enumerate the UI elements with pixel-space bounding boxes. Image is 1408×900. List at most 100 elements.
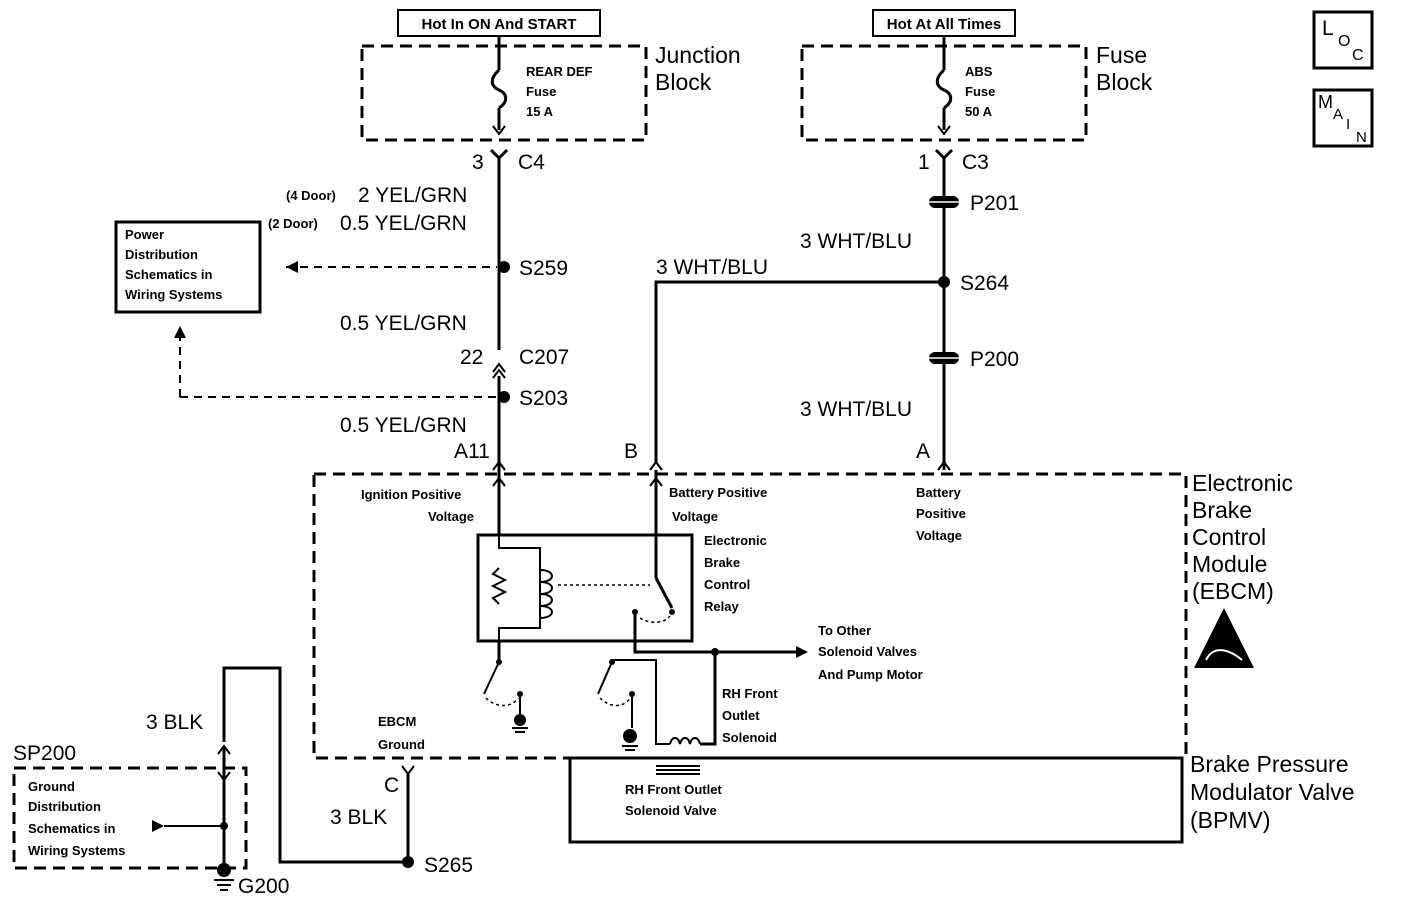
svg-text:Brake: Brake	[1192, 497, 1252, 523]
svg-text:Voltage: Voltage	[672, 509, 718, 524]
svg-text:22: 22	[460, 346, 483, 369]
splice-s203: S203	[498, 387, 568, 410]
svg-text:REAR DEF: REAR DEF	[526, 64, 593, 79]
svg-text:B: B	[624, 440, 638, 463]
svg-text:3 BLK: 3 BLK	[146, 711, 203, 734]
svg-text:Wiring Systems: Wiring Systems	[125, 287, 222, 302]
svg-text:Ground: Ground	[378, 737, 425, 752]
svg-text:0.5 YEL/GRN: 0.5 YEL/GRN	[340, 312, 467, 335]
svg-text:1: 1	[918, 151, 930, 174]
splice-s259: S259	[498, 257, 568, 280]
svg-text:C: C	[384, 774, 399, 797]
main-icon[interactable]: M A I N	[1312, 88, 1374, 148]
svg-text:A: A	[916, 440, 930, 463]
svg-text:3 WHT/BLU: 3 WHT/BLU	[656, 256, 768, 279]
sp200-block: SP200 Ground Distribution Schematics in …	[12, 742, 248, 877]
connector-c4: 3 C4	[472, 148, 545, 174]
pass-through-p200: P200	[929, 348, 1019, 371]
svg-text:A11: A11	[454, 440, 490, 463]
svg-text:S203: S203	[519, 387, 568, 410]
pin-a11	[492, 460, 506, 471]
svg-text:Ground: Ground	[28, 779, 75, 794]
svg-text:S264: S264	[960, 272, 1009, 295]
svg-text:Wiring Systems: Wiring Systems	[28, 843, 125, 858]
svg-text:Outlet: Outlet	[722, 708, 760, 723]
svg-text:C3: C3	[962, 151, 989, 174]
svg-text:C4: C4	[518, 151, 545, 174]
svg-text:RH Front Outlet: RH Front Outlet	[625, 782, 722, 797]
rh-front-driver: RH Front Outlet Solenoid	[597, 652, 778, 751]
svg-text:(BPMV): (BPMV)	[1190, 807, 1271, 833]
svg-text:Block: Block	[1096, 69, 1153, 95]
connector-c3: 1 C3	[918, 148, 989, 174]
svg-text:0.5 YEL/GRN: 0.5 YEL/GRN	[340, 212, 467, 235]
svg-text:Brake Pressure: Brake Pressure	[1190, 751, 1349, 777]
svg-text:To Other: To Other	[818, 623, 871, 638]
svg-text:L: L	[1322, 17, 1334, 40]
abs-fuse: ABS Fuse 50 A	[935, 46, 995, 136]
svg-text:Voltage: Voltage	[428, 509, 474, 524]
svg-text:50 A: 50 A	[965, 104, 993, 119]
branch-wire-b	[654, 280, 944, 462]
svg-text:Fuse: Fuse	[1096, 42, 1147, 68]
svg-text:Distribution: Distribution	[125, 247, 198, 262]
svg-text:RH Front: RH Front	[722, 686, 778, 701]
pass-through-p201: P201	[929, 192, 1019, 215]
hot-at-all-times-label: Hot At All Times	[872, 9, 1016, 37]
svg-text:Schematics in: Schematics in	[28, 821, 115, 836]
connector-c207: 22 C207	[460, 346, 569, 379]
svg-text:C207: C207	[519, 346, 569, 369]
svg-text:Hot In ON And START: Hot In ON And START	[422, 16, 577, 33]
rear-def-fuse: REAR DEF Fuse 15 A	[490, 46, 593, 136]
splice-s265: S265	[402, 854, 473, 877]
svg-text:3 WHT/BLU: 3 WHT/BLU	[800, 230, 912, 253]
svg-text:Electronic: Electronic	[704, 533, 767, 548]
ground-g200: G200	[214, 875, 289, 898]
svg-text:Control: Control	[704, 577, 750, 592]
svg-text:G200: G200	[238, 875, 289, 898]
svg-text:(4 Door): (4 Door)	[286, 188, 336, 203]
svg-text:A: A	[1333, 106, 1343, 123]
svg-text:SP200: SP200	[13, 742, 76, 765]
ebcm-relay: Electronic Brake Control Relay	[476, 533, 806, 654]
svg-text:O: O	[1338, 33, 1350, 50]
svg-text:Power: Power	[125, 227, 164, 242]
svg-text:Battery Positive: Battery Positive	[669, 485, 767, 500]
svg-text:Solenoid: Solenoid	[722, 730, 777, 745]
svg-text:M: M	[1318, 92, 1333, 112]
svg-text:Positive: Positive	[916, 506, 966, 521]
junction-block: Junction Block	[360, 42, 741, 142]
esd-warning-icon	[1194, 608, 1254, 668]
svg-text:Solenoid Valve: Solenoid Valve	[625, 803, 717, 818]
power-distribution-box: Power Distribution Schematics in Wiring …	[114, 220, 262, 314]
svg-text:Voltage: Voltage	[916, 528, 962, 543]
svg-text:And Pump Motor: And Pump Motor	[818, 667, 923, 682]
svg-text:(EBCM): (EBCM)	[1192, 578, 1274, 604]
svg-text:N: N	[1356, 129, 1367, 146]
svg-text:Block: Block	[655, 69, 712, 95]
splice-s264: S264	[938, 272, 1009, 295]
svg-text:3 WHT/BLU: 3 WHT/BLU	[800, 398, 912, 421]
svg-text:Brake: Brake	[704, 555, 740, 570]
hot-in-run-label: Hot In ON And START	[397, 9, 601, 37]
svg-text:Fuse: Fuse	[965, 84, 995, 99]
ignition-switch	[483, 640, 528, 733]
blk-ground-wire	[222, 666, 408, 864]
svg-text:EBCM: EBCM	[378, 714, 416, 729]
svg-text:15 A: 15 A	[526, 104, 554, 119]
svg-text:2 YEL/GRN: 2 YEL/GRN	[358, 184, 467, 207]
svg-text:S259: S259	[519, 257, 568, 280]
pin-a	[937, 460, 951, 471]
svg-text:Schematics in: Schematics in	[125, 267, 212, 282]
svg-text:Junction: Junction	[655, 42, 741, 68]
svg-text:P200: P200	[970, 348, 1019, 371]
svg-text:3 BLK: 3 BLK	[330, 806, 387, 829]
svg-text:Fuse: Fuse	[526, 84, 556, 99]
loc-icon[interactable]: L O C	[1312, 10, 1374, 70]
svg-text:Hot At All Times: Hot At All Times	[887, 16, 1001, 33]
svg-text:Control: Control	[1192, 524, 1266, 550]
svg-text:Distribution: Distribution	[28, 799, 101, 814]
svg-text:Electronic: Electronic	[1192, 470, 1293, 496]
svg-text:ABS: ABS	[965, 64, 993, 79]
